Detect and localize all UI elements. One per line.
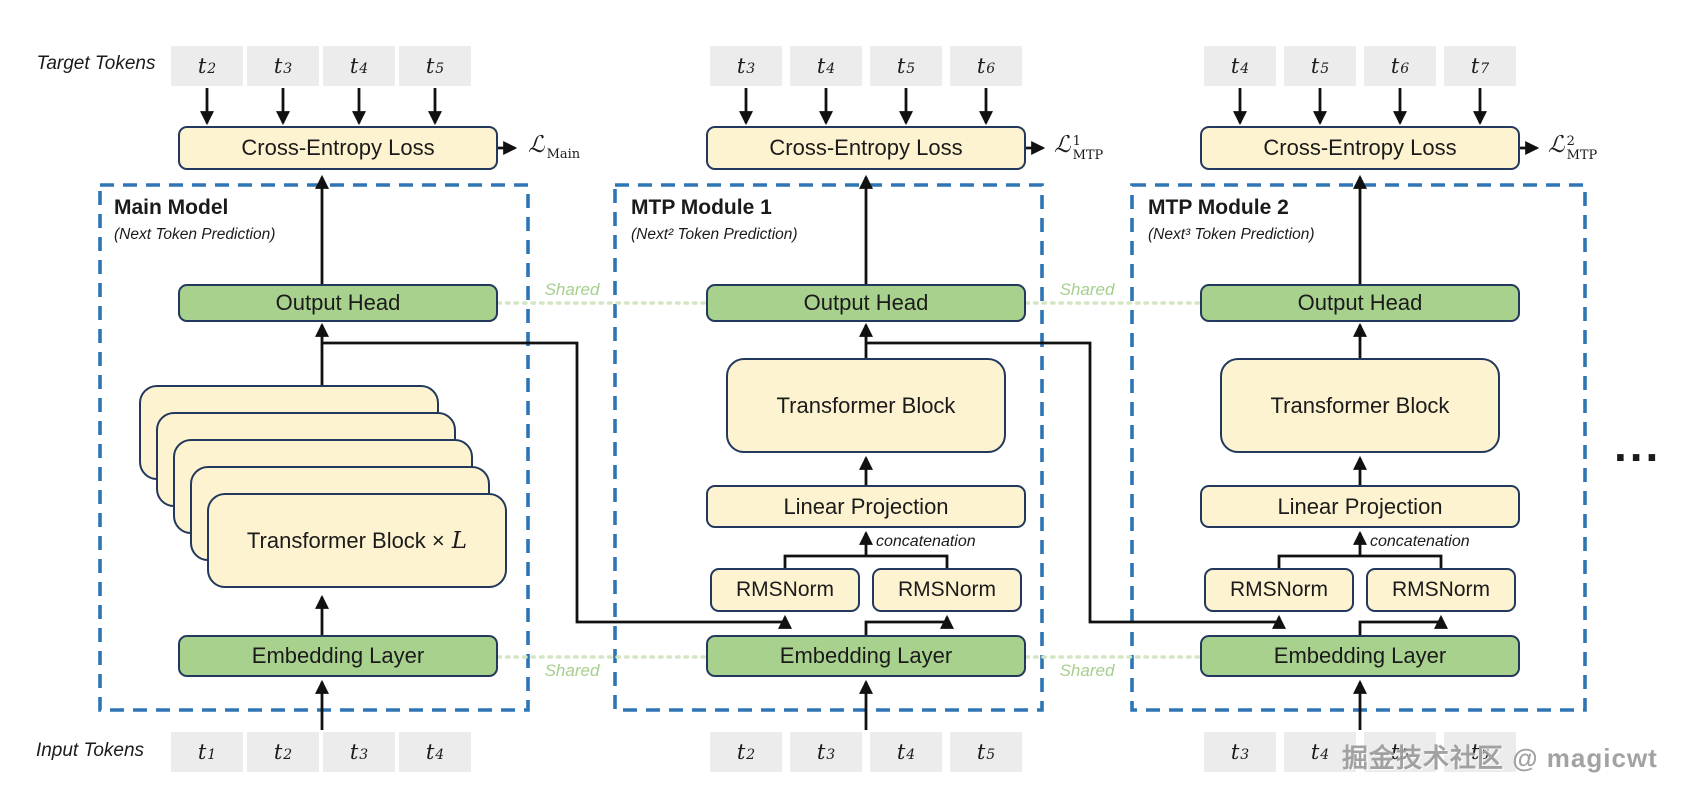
main-embedding-layer-box: Embedding Layer <box>178 635 498 677</box>
main-transformer-block-label: Transformer Block × L <box>246 527 468 554</box>
mtp1-cross-entropy-loss-box: Cross-Entropy Loss <box>706 126 1026 170</box>
mtp2-module-subtitle: (Next³ Token Prediction) <box>1148 226 1315 243</box>
input-tokens-label: Input Tokens <box>35 740 145 761</box>
main-transformer-block-box: Transformer Block × L <box>207 493 507 588</box>
main-module-border <box>98 183 530 712</box>
mtp1-module-border <box>613 183 1044 712</box>
main-output-head-box: Output Head <box>178 284 498 322</box>
mtp2-output-head-box: Output Head <box>1200 284 1520 322</box>
watermark: 掘金技术社区 @ magicwt <box>1342 743 1658 773</box>
shared-label-top-2: Shared <box>1059 280 1115 299</box>
concatenation-label-1: concatenation <box>876 533 976 550</box>
mtp1-rmsnorm-right-box: RMSNorm <box>872 568 1022 612</box>
loss-symbol: ℒ <box>528 132 545 158</box>
mtp1-linear-projection-box: Linear Projection <box>706 485 1026 528</box>
loss-symbol: ℒ <box>1054 132 1071 158</box>
mtp2-embedding-layer-box: Embedding Layer <box>1200 635 1520 677</box>
main-module-title: Main Model <box>114 196 229 219</box>
loss-symbol: ℒ <box>1548 132 1565 158</box>
mtp1-module-subtitle: (Next² Token Prediction) <box>631 226 798 243</box>
mtp2-rmsnorm-left-box: RMSNorm <box>1204 568 1354 612</box>
arrows <box>200 88 1540 730</box>
mtp1-module-title: MTP Module 1 <box>631 196 772 219</box>
mtp2-module-border <box>1130 183 1587 712</box>
shared-dotted-links <box>496 301 1202 659</box>
mtp1-rmsnorm-left-box: RMSNorm <box>710 568 860 612</box>
mtp2-cross-entropy-loss-box: Cross-Entropy Loss <box>1200 126 1520 170</box>
mtp1-output-head-box: Output Head <box>706 284 1026 322</box>
ellipsis-label: ... <box>1614 419 1662 471</box>
shared-label-bottom-2: Shared <box>1059 661 1115 680</box>
mtp2-module-title: MTP Module 2 <box>1148 196 1289 219</box>
main-cross-entropy-loss-box: Cross-Entropy Loss <box>178 126 498 170</box>
mtp2-rmsnorm-right-box: RMSNorm <box>1366 568 1516 612</box>
mtp1-embedding-layer-box: Embedding Layer <box>706 635 1026 677</box>
target-tokens-label: Target Tokens <box>36 53 156 74</box>
shared-label-bottom-1: Shared <box>544 661 600 680</box>
main-loss-label: ℒ Main <box>528 132 581 162</box>
mtp2-linear-projection-box: Linear Projection <box>1200 485 1520 528</box>
mtp1-transformer-block-box: Transformer Block <box>726 358 1006 453</box>
mtp2-transformer-block-box: Transformer Block <box>1220 358 1500 453</box>
shared-label-top-1: Shared <box>544 280 600 299</box>
concatenation-label-2: concatenation <box>1370 533 1470 550</box>
main-module-subtitle: (Next Token Prediction) <box>114 226 276 243</box>
